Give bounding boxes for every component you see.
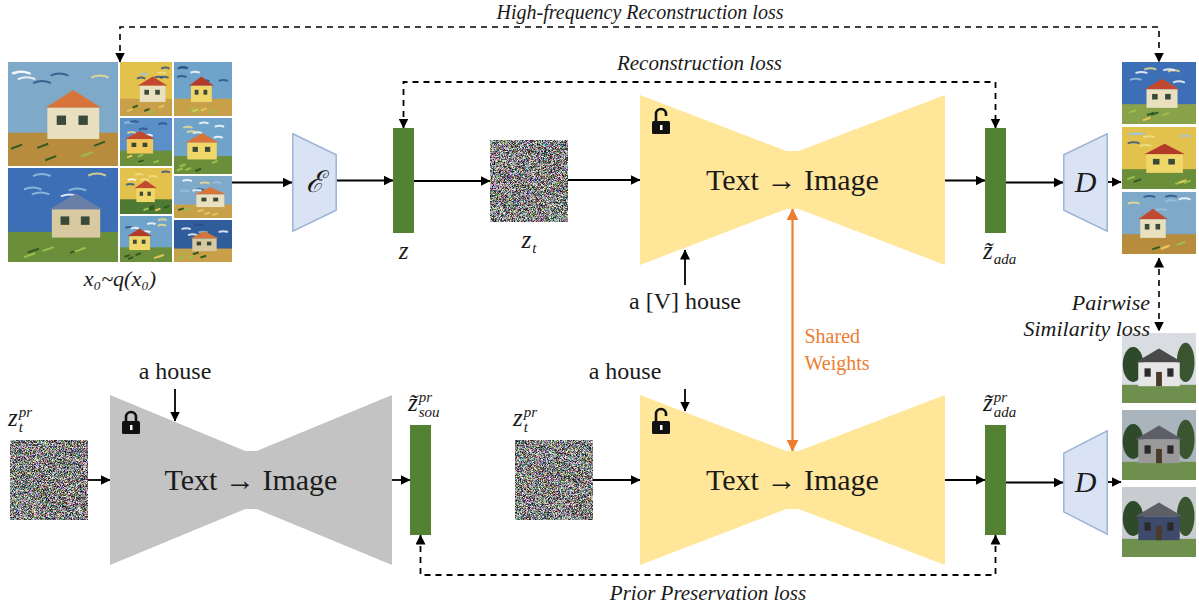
math-superscript: pr <box>994 390 1017 406</box>
text-label: a house <box>589 357 662 386</box>
label-holder: z̃soupr <box>408 389 440 421</box>
node-label: zt <box>522 226 537 253</box>
flow-arrow <box>392 479 410 481</box>
unet-source: Text → Image <box>110 395 392 565</box>
flow-arrow <box>88 479 110 481</box>
label-holder: ztpr <box>513 404 537 436</box>
flow-arrow <box>337 180 393 182</box>
math-base: z <box>8 404 18 431</box>
node-text: ℰ <box>306 165 324 200</box>
text-label: High-frequency Reconstruction loss <box>497 0 784 24</box>
loss-line <box>1158 258 1160 331</box>
node-label: ztpr <box>8 404 32 431</box>
text-holder: D <box>1063 133 1108 232</box>
noisy-latent: ztpr <box>515 440 593 520</box>
noisy-latent: ztpr <box>10 440 88 520</box>
node-label: z̃soupr <box>408 389 440 416</box>
math-subscript: t <box>19 420 32 436</box>
edge-label: Reconstruction loss <box>615 51 784 76</box>
text-holder: Text → Image <box>640 395 945 565</box>
flow-arrow <box>945 180 985 182</box>
unet-adapted: Text → Image <box>640 395 945 565</box>
node-text: Text → Image <box>706 463 879 498</box>
unet-adapted: Text → Image <box>640 95 945 265</box>
node-label: z̃ada <box>983 237 1016 264</box>
label-holder: zt <box>522 226 537 258</box>
edge-label: Shared Weights <box>803 323 887 377</box>
text-label: a house <box>139 357 212 386</box>
noise-image <box>10 440 88 520</box>
label-holder: z̃adapr <box>983 389 1016 421</box>
prompt-arrow <box>174 389 176 421</box>
grid-shape <box>8 62 232 262</box>
flow-arrow <box>414 180 490 182</box>
training-images: x₀~q(x₀) <box>8 62 232 262</box>
edge-label: Prior Preservation loss <box>608 581 808 606</box>
text-holder: Text → Image <box>110 395 392 565</box>
math-subscript: t <box>532 240 536 257</box>
noise-image <box>515 440 593 520</box>
math-base: z̃ <box>983 389 993 416</box>
flow-arrow <box>1006 182 1063 184</box>
noise-image <box>490 140 568 222</box>
label-holder: z̃ada <box>983 237 1016 269</box>
node-label: ztpr <box>513 404 537 431</box>
prompt-arrow <box>684 250 686 285</box>
label-holder: ztpr <box>8 404 32 436</box>
math-scripts: tpr <box>19 405 32 437</box>
latent-bar: z̃adapr <box>985 425 1006 535</box>
text-label: a [V] house <box>629 287 741 316</box>
math-base: z <box>522 226 532 253</box>
bar-shape <box>410 425 431 535</box>
decoder: D <box>1063 133 1108 232</box>
math-scripts: soupr <box>419 390 440 422</box>
node-text: Text → Image <box>706 163 879 198</box>
flow-arrow <box>593 479 640 481</box>
latent-bar: z̃soupr <box>410 425 431 535</box>
math-superscript: pr <box>19 405 32 421</box>
node-text: D <box>1075 165 1097 200</box>
flow-arrow <box>945 479 985 481</box>
label-holder: x₀~q(x₀) <box>84 266 156 291</box>
math-base: z̃ <box>983 237 993 264</box>
node-text: Text → Image <box>165 463 338 498</box>
node-label: z <box>399 237 409 264</box>
output-arrow <box>1108 481 1121 483</box>
text-holder: ℰ <box>292 133 337 232</box>
label-holder: z <box>399 237 409 266</box>
latent-bar: z <box>393 128 414 233</box>
math-superscript: pr <box>419 390 440 406</box>
bar-shape <box>985 128 1006 233</box>
math-subscript: t <box>524 420 537 436</box>
math-subscript: ada <box>994 405 1017 421</box>
output-arrow <box>1108 181 1121 183</box>
prompt-arrow <box>684 389 686 411</box>
encoder: ℰ <box>292 133 337 232</box>
math-subscript: ada <box>994 251 1017 268</box>
math-scripts: tpr <box>524 405 537 437</box>
math-superscript: pr <box>524 405 537 421</box>
flow-arrow <box>791 209 793 451</box>
math-base: z̃ <box>408 389 418 416</box>
math-subscript: sou <box>419 405 440 421</box>
noisy-latent: zt <box>490 140 568 222</box>
flow-arrow <box>568 179 640 181</box>
text-label: Pairwise Similarity loss <box>1000 290 1150 343</box>
node-text: D <box>1075 465 1097 500</box>
flow-arrow <box>232 182 292 184</box>
math-base: z <box>513 404 523 431</box>
node-label: x₀~q(x₀) <box>84 266 156 291</box>
text-holder: Text → Image <box>640 95 945 265</box>
text-holder: D <box>1063 430 1108 535</box>
latent-bar: z̃ada <box>985 128 1006 233</box>
node-label: z̃adapr <box>983 389 1016 416</box>
bar-shape <box>985 425 1006 535</box>
decoder: D <box>1063 430 1108 535</box>
math-base: z <box>399 237 409 264</box>
math-scripts: adapr <box>994 390 1017 422</box>
flow-arrow <box>1006 482 1063 484</box>
bar-shape <box>393 128 414 233</box>
